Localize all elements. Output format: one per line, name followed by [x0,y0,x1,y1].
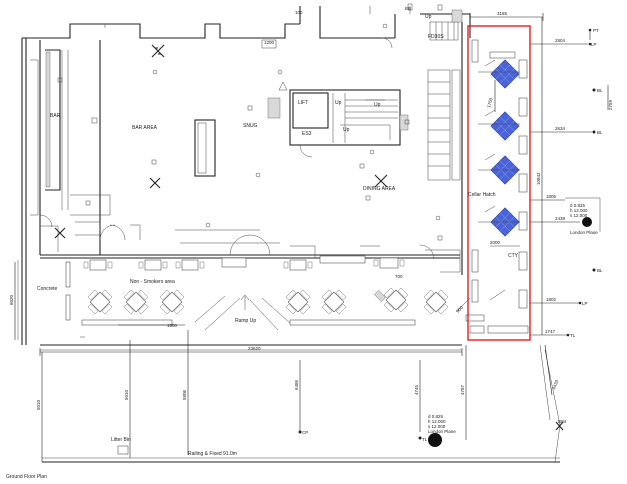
doors [39,37,435,260]
banquettes [427,69,461,181]
tree-1-line-1: d 0.825 [428,414,444,419]
room-label-es3: ES3 [302,131,312,137]
point-labels: PT LP BL BL BL LP TL TL CP BIM EB [302,6,603,442]
dim-6486: 6486 [294,379,299,390]
dim-10842: 10842 [536,172,541,185]
dim-5010b: 5010 [124,389,129,400]
tree-2-name: London Plane [570,230,598,235]
dim-1500: 1500 [167,323,178,328]
point-bim: BIM [558,419,566,424]
dim-2759: 2759 [608,99,613,110]
lift-core [267,89,409,146]
point-eb: EB [405,6,411,11]
label-up-4: Up [343,127,350,133]
dim-23620: 23620 [248,346,261,351]
room-label-non-smokers: Non - Smokers area [130,279,175,285]
point-bl-3: BL [597,268,603,273]
dim-4745: 4745 [414,384,419,395]
dim-2634: 2634 [555,126,566,131]
label-up-2: Up [335,100,342,106]
room-label-bar-area: BAR AREA [132,125,158,131]
room-label-snug: SNUG [243,123,258,129]
bottom-dimensions [14,262,564,463]
bar-counter [45,49,61,191]
tree-2-line-3: s 12.000 [570,213,588,218]
dim-2439: 2439 [555,216,566,221]
dim-1200-top: 1200 [264,40,275,45]
right-dimensions [469,13,609,337]
dim-4433: 4433 [551,379,559,391]
dim-2000: 2000 [490,240,501,245]
room-label-dining-area: DINING AREA [363,186,396,192]
dim-1805: 1805 [546,194,557,199]
tree-labels: d 0.825 h 12.000 s 12.000 London Plane d… [428,203,598,434]
dim-5806: 5806 [182,389,187,400]
page-title: Ground Floor Plan [6,474,47,480]
snug-counter [194,119,216,177]
point-lp-2: LP [582,301,588,306]
tree-1-name: London Plane [428,429,456,434]
point-tl-2: TL [422,437,428,442]
room-label-cellar-hatch: Cellar Hatch [468,192,496,198]
dim-700: 700 [395,274,403,279]
dim-4787: 4787 [460,384,465,395]
room-label-bar: BAR [50,113,61,119]
terrace-red-zone [467,25,531,341]
dim-3185: 3185 [497,11,508,16]
dim-1747: 1747 [545,329,556,334]
frontage-tables [83,255,405,271]
dim-5010: 5010 [36,399,41,410]
stairs-top [429,9,463,41]
label-up-3: Up [374,102,381,108]
tree-1-line-3: s 12.000 [428,424,446,429]
point-cp: CP [302,430,308,435]
outdoor-boundary [40,336,462,351]
tree-1-line-2: h 12.000 [428,419,446,424]
tree-2-line-2: h 12.000 [570,208,588,213]
tree-2-line-1: d 0.825 [570,203,586,208]
dim-1802: 1802 [546,297,557,302]
room-label-litter-bin: Litter Bin [111,437,131,443]
dim-6020: 6020 [9,294,14,305]
room-label-lift: LIFT [298,100,308,106]
room-labels: BAR BAR AREA SNUG DINING AREA LIFT ES3 C… [6,14,519,480]
room-label-railing: Railing & Fixed 91.0m [188,451,237,457]
label-up-1: Up [425,14,432,20]
point-tl-1: TL [570,333,576,338]
room-label-concrete: Concrete [37,286,58,292]
point-pt: PT [593,28,599,33]
point-lp-1: LP [591,42,597,47]
outdoor-tables [81,287,485,331]
concrete-posts [17,260,71,340]
interior-symbols [54,3,443,241]
dimension-labels: 3185 2504 2634 1805 2439 1802 1747 10842… [9,10,613,410]
building-walls [21,6,471,345]
dim-900: 900 [455,305,464,314]
dim-100: 100 [295,10,303,15]
dim-1760: 1760 [486,97,494,108]
label-cty: CTY [508,253,519,259]
point-bl-2: BL [597,130,603,135]
room-label-ramp-up: Ramp Up [235,318,256,324]
point-bl-1: BL [597,88,603,93]
dim-2504: 2504 [555,38,566,43]
room-label-fd30s: FD30S [428,34,444,40]
